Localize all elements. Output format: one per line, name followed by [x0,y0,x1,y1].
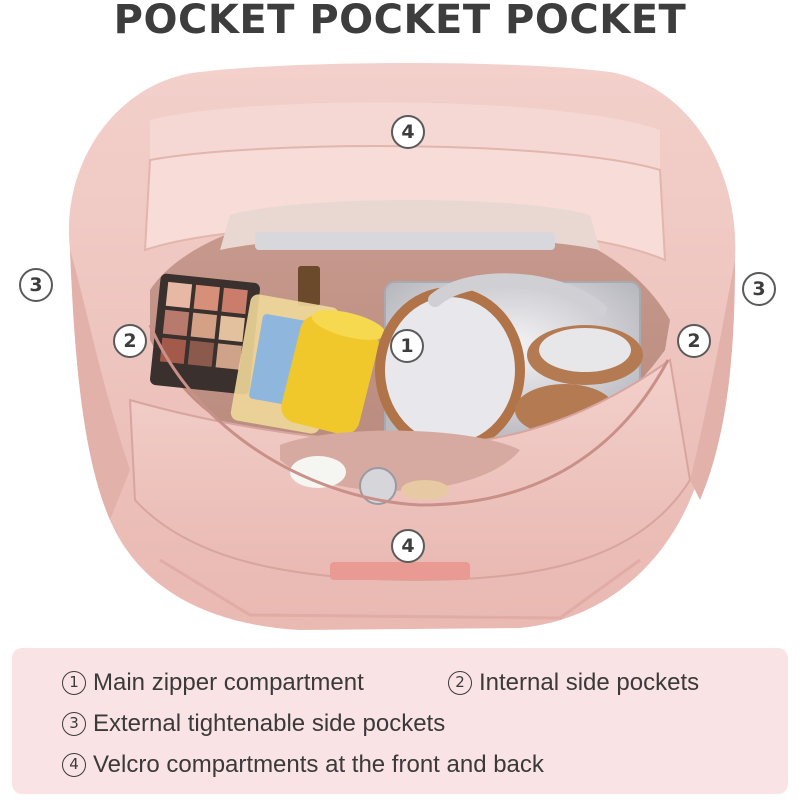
legend-text: Main zipper compartment [93,669,364,696]
legend-text: External tightenable side pockets [93,710,446,737]
page-title: POCKET POCKET POCKET [113,0,687,43]
legend-number: 2 [448,671,472,695]
legend-number: 4 [62,753,86,777]
yellow-jar [281,310,386,435]
legend-number: 3 [62,712,86,736]
legend-text: Internal side pockets [479,669,700,696]
marker-3-right-external-pocket: 3 [742,272,776,306]
legend-item-3: 3 External tightenable side pockets [62,710,445,738]
legend-item-2: 2 Internal side pockets [448,669,699,697]
marker-4-front-velcro: 4 [391,529,425,563]
legend-number: 1 [62,671,86,695]
marker-1-main-compartment: 1 [390,329,424,363]
marker-4-back-velcro: 4 [391,115,425,149]
legend-text: Velcro compartments at the front and bac… [93,751,544,778]
legend-item-1: 1 Main zipper compartment [62,669,364,697]
legend-item-4: 4 Velcro compartments at the front and b… [62,751,544,779]
headphones [428,273,643,436]
marker-2-left-internal-pocket: 2 [113,324,147,358]
marker-2-right-internal-pocket: 2 [677,324,711,358]
legend-panel: 1 Main zipper compartment 2 Internal sid… [12,648,788,794]
marker-3-left-external-pocket: 3 [19,268,53,302]
